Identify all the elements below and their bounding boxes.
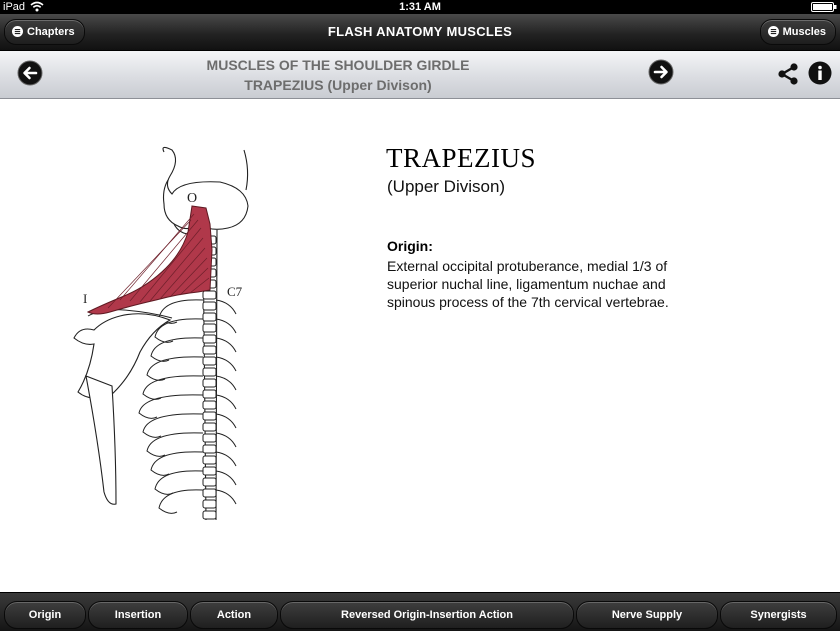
info-icon[interactable]	[808, 61, 832, 85]
vertebra	[202, 345, 217, 355]
battery-icon	[811, 2, 837, 12]
section-text: External occipital protuberance, medial …	[387, 258, 669, 310]
vertebra	[202, 411, 217, 421]
rib	[215, 470, 237, 486]
rib	[215, 318, 237, 334]
vertebra	[202, 499, 217, 509]
trapezius-muscle	[86, 205, 213, 315]
vertebra	[202, 466, 217, 476]
previous-arrow-icon[interactable]	[17, 60, 43, 86]
chapter-title: MUSCLES OF THE SHOULDER GIRDLE	[206, 57, 470, 73]
rib	[158, 489, 204, 514]
tab-nerve-supply[interactable]: Nerve Supply	[576, 601, 718, 629]
chapters-button[interactable]: Chapters	[4, 19, 85, 45]
tab-synergists[interactable]: Synergists	[720, 601, 837, 629]
label-c7: C7	[227, 284, 243, 299]
rib	[146, 356, 204, 381]
wifi-icon	[30, 1, 44, 12]
vertebra	[202, 378, 217, 388]
rib	[150, 337, 204, 362]
muscle-name: TRAPEZIUS	[386, 143, 537, 173]
list-icon	[767, 26, 779, 37]
vertebra	[202, 312, 217, 322]
tab-action[interactable]: Action	[190, 601, 278, 629]
rib	[215, 375, 237, 391]
vertebra	[202, 389, 217, 399]
rib	[215, 451, 237, 467]
rib	[215, 432, 237, 448]
vertebra	[202, 510, 217, 520]
muscles-button[interactable]: Muscles	[759, 19, 836, 45]
tab-insertion[interactable]: Insertion	[88, 601, 188, 629]
vertebra	[202, 367, 217, 377]
rib	[215, 356, 237, 372]
vertebra	[202, 301, 217, 311]
vertebra	[202, 334, 217, 344]
rib	[154, 318, 204, 343]
label-insertion: I	[83, 291, 87, 306]
share-icon[interactable]	[776, 62, 800, 86]
rib	[215, 489, 237, 505]
list-icon	[12, 26, 23, 37]
vertebra	[202, 290, 217, 300]
device-name: iPad	[3, 1, 26, 13]
bottom-tab-bar: Origin Insertion Action Reversed Origin-…	[0, 592, 840, 631]
tab-origin[interactable]: Origin	[4, 601, 86, 629]
next-arrow-icon[interactable]	[648, 59, 674, 85]
chapters-button-label: Chapters	[27, 26, 75, 38]
vertebra	[202, 455, 217, 465]
rib	[142, 413, 204, 438]
clock: 1:31 AM	[399, 1, 441, 13]
rib	[215, 299, 237, 315]
rib	[215, 413, 237, 429]
vertebra	[202, 400, 217, 410]
tab-reversed-origin-insertion-action[interactable]: Reversed Origin-Insertion Action	[280, 601, 574, 629]
rib	[154, 470, 204, 495]
vertebra	[202, 356, 217, 366]
rib	[215, 337, 237, 353]
muscles-button-label: Muscles	[782, 26, 826, 38]
rib	[150, 451, 204, 476]
vertebra	[202, 444, 217, 454]
rib	[138, 394, 204, 419]
vertebra	[202, 477, 217, 487]
app-title: FLASH ANATOMY MUSCLES	[327, 24, 513, 39]
muscle-subtitle: TRAPEZIUS (Upper Divison)	[244, 77, 432, 93]
vertebra	[202, 323, 217, 333]
label-origin: O	[187, 191, 197, 206]
muscle-division: (Upper Divison)	[387, 177, 506, 196]
vertebra	[202, 488, 217, 498]
section-label: Origin:	[387, 238, 433, 254]
rib	[146, 432, 204, 457]
vertebra	[202, 422, 217, 432]
status-bar: iPad 1:31 AM	[0, 0, 840, 14]
rib	[215, 394, 237, 410]
vertebra	[202, 433, 217, 443]
nav-bar: FLASH ANATOMY MUSCLES Chapters Muscles	[0, 14, 840, 51]
trapezius-illustration: O I C7	[73, 146, 249, 521]
section-header: MUSCLES OF THE SHOULDER GIRDLE TRAPEZIUS…	[0, 51, 840, 99]
